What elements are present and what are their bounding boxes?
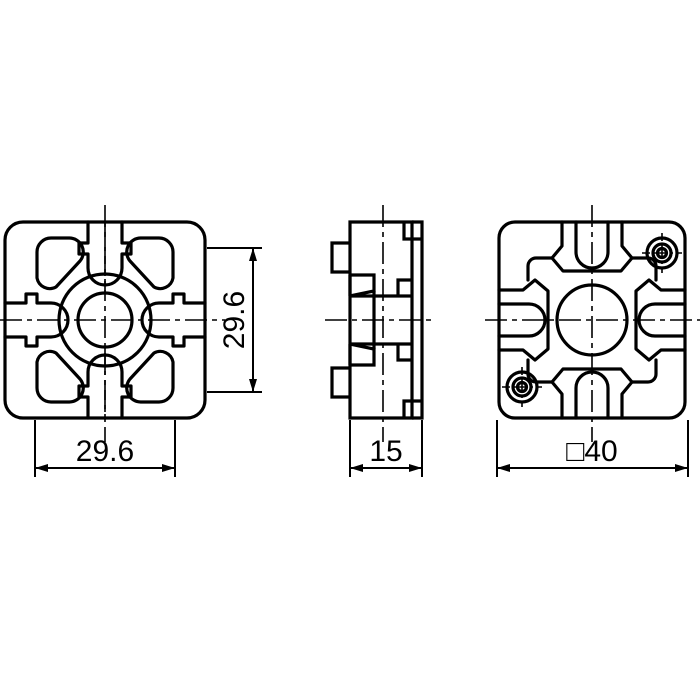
end-slot-bottom-u — [574, 370, 610, 420]
end-view-right — [485, 205, 700, 442]
side-boss-profile — [349, 273, 376, 298]
side-view-middle — [325, 205, 435, 442]
dim-end-arrow-left — [497, 464, 510, 472]
side-inner-notch-top — [396, 278, 412, 296]
side-tab-lower-left — [330, 366, 350, 399]
front-cavity-bottom-left — [35, 349, 85, 404]
side-view-centerline — [325, 205, 435, 442]
dim-side-thickness — [349, 420, 423, 477]
end-slot-top-u — [574, 220, 610, 270]
dim-front-width-text: 29.6 — [76, 435, 134, 468]
side-notch-bottom-right — [402, 399, 422, 418]
dim-front-height-text: 29.6 — [218, 291, 251, 349]
end-view-centerlines — [485, 205, 700, 442]
front-cavity-top-left — [35, 236, 85, 291]
front-outer-contour — [3, 220, 207, 420]
end-slot-right-u — [637, 302, 687, 338]
end-slot-right — [634, 278, 687, 362]
dim-end-square-text: □40 — [566, 435, 618, 468]
side-notch-top-right — [402, 222, 422, 241]
front-view-left — [0, 205, 225, 442]
dim-end-square — [496, 420, 689, 477]
dim-side-thickness-text: 15 — [369, 435, 402, 468]
end-recess-top-left — [526, 256, 554, 282]
front-t-slot-left — [3, 292, 70, 348]
dim-front-height-arrow-top — [249, 248, 257, 261]
dim-front-width — [34, 420, 176, 477]
end-slot-left-u — [497, 302, 547, 338]
dim-front-width-arrow-right — [162, 464, 175, 472]
side-inner-notch-bottom — [396, 344, 412, 362]
dim-front-height-arrow-bottom — [249, 379, 257, 392]
end-recess-bottom-right — [630, 358, 658, 384]
end-slot-left — [497, 278, 550, 362]
front-cavity-bottom-right — [125, 349, 175, 404]
front-t-slot-right — [140, 292, 207, 348]
end-outer-contour — [497, 220, 687, 420]
dim-front-width-arrow-left — [35, 464, 48, 472]
dim-side-arrow-right — [409, 464, 422, 472]
side-boss-profile-lower — [349, 342, 376, 367]
end-slot-bottom — [550, 367, 634, 420]
end-central-bore — [555, 283, 629, 357]
dim-end-arrow-right — [675, 464, 688, 472]
front-view-centerlines — [0, 205, 225, 442]
end-countersunk-hole-top-right — [642, 233, 682, 273]
front-cavity-top-right — [125, 236, 175, 291]
dim-side-arrow-left — [350, 464, 363, 472]
end-countersunk-hole-bottom-left — [502, 367, 542, 407]
side-tab-upper-left — [330, 241, 350, 274]
side-right-flange — [412, 220, 424, 420]
end-slot-top — [550, 220, 634, 273]
dim-front-height — [207, 247, 262, 393]
